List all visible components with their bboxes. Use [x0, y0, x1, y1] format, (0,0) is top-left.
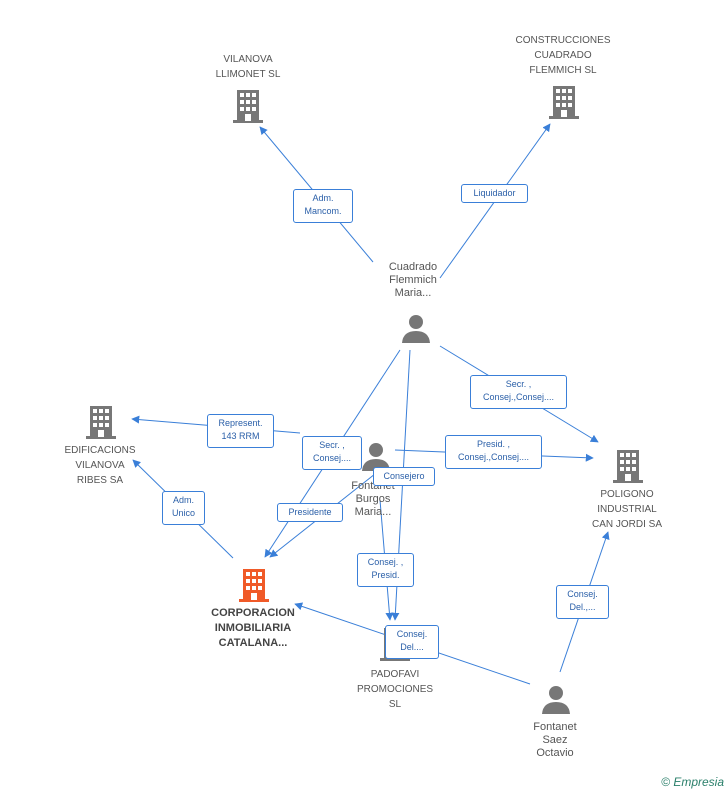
- edge-label-consej-del-2[interactable]: Consej. Del....: [385, 625, 439, 659]
- node-label-corporacion: CORPORACION INMOBILIARIA CATALANA...: [211, 607, 295, 649]
- edge-label-presidente[interactable]: Presidente: [277, 503, 343, 522]
- edge-label-secr-consej-2[interactable]: Secr. , Consej....: [302, 436, 362, 470]
- node-label-construcciones: CONSTRUCCIONES CUADRADO FLEMMICH SL: [515, 35, 611, 76]
- node-label-vilanova: VILANOVA LLIMONET SL: [215, 54, 281, 80]
- person-icon[interactable]: [401, 313, 431, 343]
- edge-label-represent[interactable]: Represent. 143 RRM: [207, 414, 274, 448]
- building-main-icon[interactable]: [239, 567, 269, 603]
- node-label-poligono: POLIGONO INDUSTRIAL CAN JORDI SA: [591, 489, 662, 530]
- building-icon[interactable]: [549, 84, 579, 120]
- building-icon[interactable]: [233, 88, 263, 124]
- brand-logo: © Empresia: [661, 775, 724, 789]
- person-icon[interactable]: [541, 684, 571, 714]
- edge-label-adm-mancom[interactable]: Adm. Mancom.: [293, 189, 353, 223]
- node-label-cuadrado: Cuadrado Flemmich Maria...: [388, 261, 438, 299]
- node-label-edificacions: EDIFICACIONS VILANOVA RIBES SA: [64, 445, 136, 486]
- node-label-padofavi: PADOFAVI PROMOCIONES SL: [356, 669, 434, 710]
- edge-label-consej-del-1[interactable]: Consej. Del.,...: [556, 585, 609, 619]
- building-icon[interactable]: [86, 404, 116, 440]
- node-label-fontanet-saez: Fontanet Saez Octavio: [533, 721, 577, 759]
- edge-label-adm-unico[interactable]: Adm. Unico: [162, 491, 205, 525]
- building-icon[interactable]: [613, 448, 643, 484]
- edge-label-liquidador[interactable]: Liquidador: [461, 184, 528, 203]
- edge-label-presid-consej[interactable]: Presid. , Consej.,Consej....: [445, 435, 542, 469]
- edge-label-consejero[interactable]: Consejero: [373, 467, 435, 486]
- edge-label-secr-consej-1[interactable]: Secr. , Consej.,Consej....: [470, 375, 567, 409]
- edge-label-consej-presid[interactable]: Consej. , Presid.: [357, 553, 414, 587]
